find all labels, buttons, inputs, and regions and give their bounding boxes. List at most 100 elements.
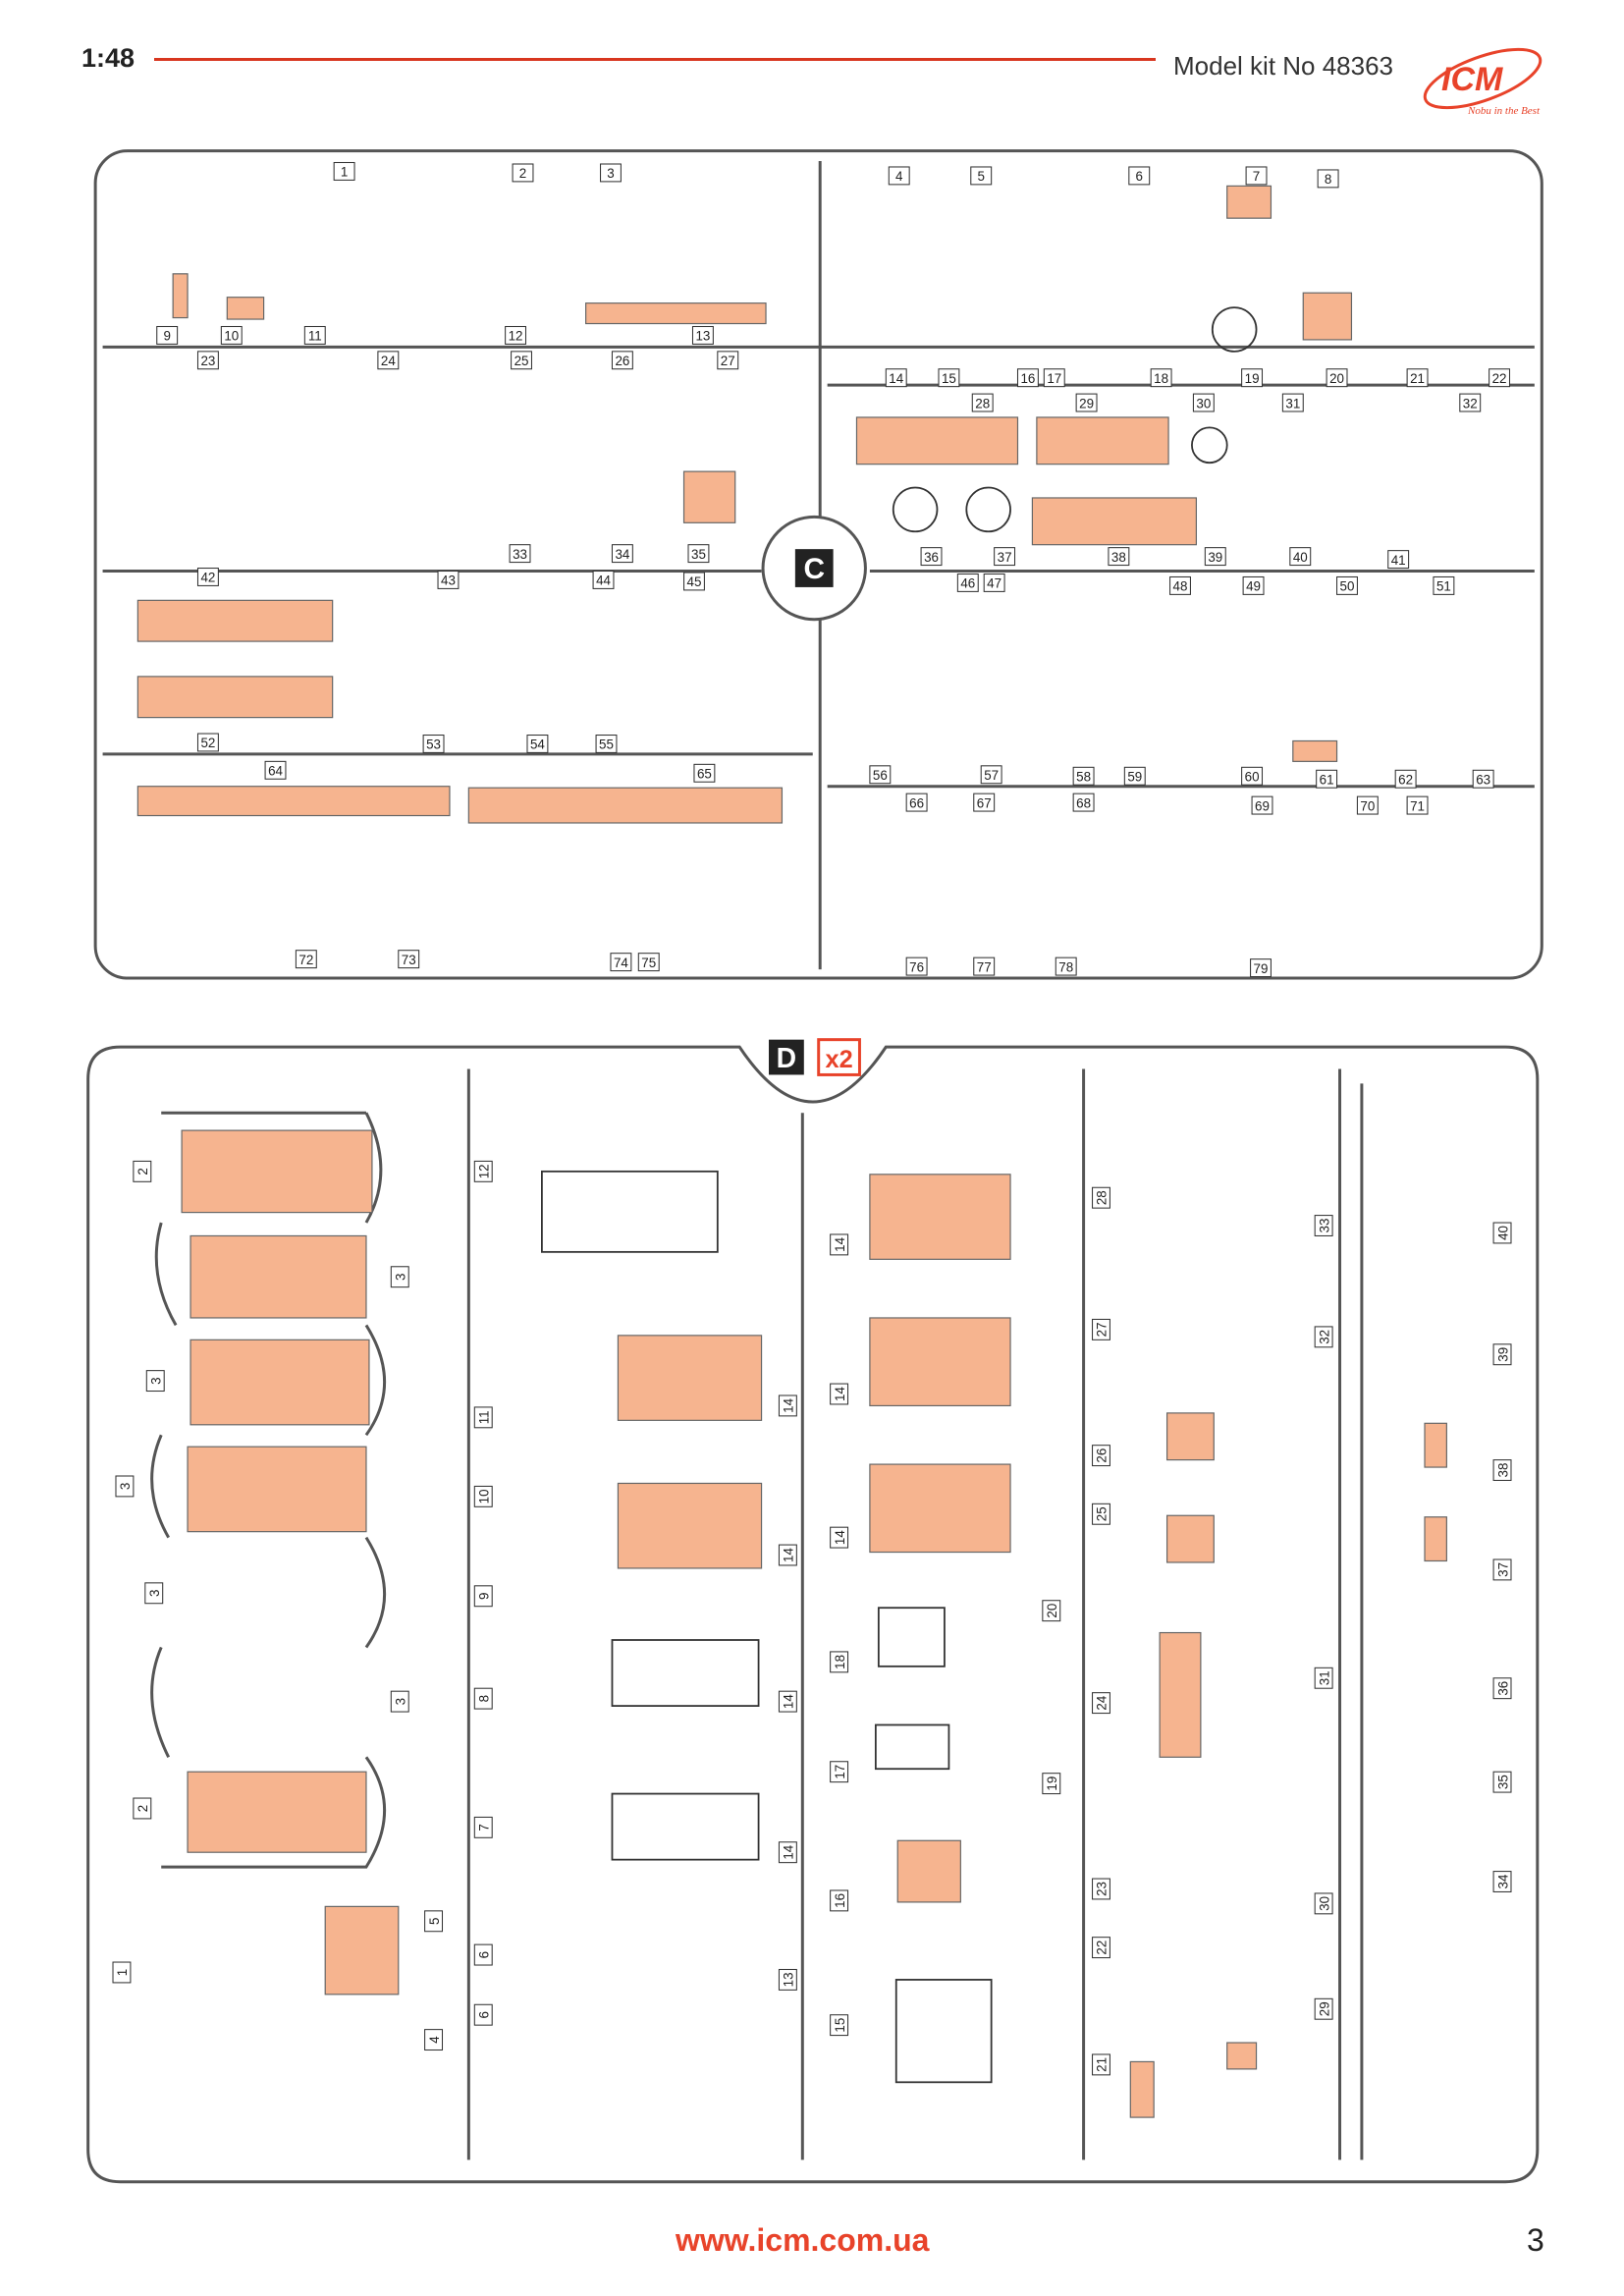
highlighted-part bbox=[617, 1335, 763, 1421]
svg-text:74: 74 bbox=[614, 956, 628, 970]
svg-text:14: 14 bbox=[889, 371, 903, 386]
sprue-c-part-number: 21 bbox=[1406, 368, 1429, 388]
svg-text:14: 14 bbox=[782, 1397, 796, 1412]
sprue-c-part-number: 76 bbox=[905, 957, 928, 976]
sprue-c-part-number: 48 bbox=[1169, 575, 1191, 595]
sprue-c-part-number: 70 bbox=[1356, 795, 1379, 815]
svg-text:3: 3 bbox=[393, 1273, 407, 1280]
svg-text:41: 41 bbox=[1391, 553, 1406, 568]
svg-text:37: 37 bbox=[998, 550, 1012, 565]
sprue-d-part-number: 37 bbox=[1492, 1558, 1512, 1581]
sprue-c-part-number: 24 bbox=[377, 351, 400, 370]
sprue-c-part-number: 16 bbox=[1016, 368, 1039, 388]
sprue-c-part-number: 39 bbox=[1204, 547, 1226, 567]
sprue-d-part-number: 3 bbox=[390, 1266, 409, 1288]
svg-text:38: 38 bbox=[1495, 1463, 1510, 1478]
highlighted-part bbox=[1031, 497, 1198, 546]
svg-text:35: 35 bbox=[691, 547, 706, 562]
highlighted-part bbox=[1226, 185, 1272, 219]
sprue-c-part-number: 13 bbox=[691, 325, 714, 345]
sprue-c-part-number: 8 bbox=[1317, 169, 1339, 189]
sprue-d-multiplier: x2 bbox=[825, 1046, 852, 1073]
model-kit-number: Model kit No 48363 bbox=[1173, 51, 1394, 81]
website-link[interactable]: www.icm.com.ua bbox=[676, 2222, 930, 2258]
svg-text:18: 18 bbox=[1154, 371, 1168, 386]
highlighted-part bbox=[855, 416, 1019, 465]
sprue-d-part-number: 17 bbox=[830, 1761, 849, 1783]
part-outline bbox=[874, 1723, 950, 1771]
sprue-d-letter: D bbox=[777, 1043, 796, 1074]
svg-text:53: 53 bbox=[426, 738, 441, 752]
sprue-c-part-number: 17 bbox=[1043, 368, 1065, 388]
highlighted-part bbox=[187, 1446, 367, 1533]
svg-text:16: 16 bbox=[1020, 371, 1035, 386]
highlighted-part bbox=[189, 1234, 367, 1319]
sprue-d-part-number: 33 bbox=[1314, 1215, 1333, 1236]
svg-text:25: 25 bbox=[1095, 1506, 1110, 1521]
sprue-c-part-number: 26 bbox=[611, 351, 633, 370]
sprue-c-part-number: 63 bbox=[1472, 769, 1494, 789]
sprue-c-part-number: 2 bbox=[512, 163, 534, 183]
highlighted-part bbox=[869, 1317, 1011, 1407]
svg-text:60: 60 bbox=[1245, 769, 1260, 784]
svg-text:57: 57 bbox=[984, 768, 999, 783]
svg-text:19: 19 bbox=[1045, 1777, 1059, 1791]
sprue-d-part-number: 18 bbox=[830, 1651, 849, 1673]
highlighted-part bbox=[869, 1174, 1011, 1260]
sprue-c-letter: C bbox=[803, 553, 825, 585]
sprue-c-part-number: 47 bbox=[983, 573, 1005, 592]
sprue-d-part-number: 14 bbox=[830, 1233, 849, 1256]
sprue-c-part-number: 75 bbox=[637, 953, 660, 972]
svg-text:27: 27 bbox=[1095, 1322, 1110, 1337]
sprue-d-part-number: 29 bbox=[1314, 1997, 1333, 2020]
highlighted-part bbox=[1165, 1412, 1215, 1461]
svg-text:40: 40 bbox=[1495, 1226, 1510, 1240]
sprue-c-part-number: 35 bbox=[687, 544, 710, 564]
sprue-d-part-number: 3 bbox=[115, 1475, 135, 1498]
highlighted-part bbox=[172, 273, 189, 319]
sprue-c-part-number: 14 bbox=[885, 368, 907, 388]
sprue-c-part-number: 34 bbox=[611, 544, 633, 564]
svg-text:30: 30 bbox=[1317, 1896, 1331, 1911]
svg-text:66: 66 bbox=[909, 795, 924, 810]
svg-text:56: 56 bbox=[873, 768, 888, 783]
svg-text:17: 17 bbox=[833, 1765, 847, 1779]
svg-text:12: 12 bbox=[509, 329, 523, 344]
sprue-d-part-number: 11 bbox=[473, 1406, 493, 1429]
highlighted-part bbox=[226, 297, 265, 320]
svg-text:1: 1 bbox=[115, 1969, 130, 1976]
sprue-d-part-number: 15 bbox=[830, 2014, 849, 2037]
sprue-c-part-number: 19 bbox=[1241, 368, 1264, 388]
svg-text:50: 50 bbox=[1340, 579, 1355, 594]
sprue-d-part-number: 7 bbox=[473, 1816, 493, 1838]
sprue-c-part-number: 55 bbox=[595, 734, 618, 753]
sprue-d-part-number: 36 bbox=[1492, 1677, 1512, 1700]
scale-label: 1:48 bbox=[81, 43, 135, 73]
svg-text:14: 14 bbox=[833, 1387, 847, 1401]
svg-text:1: 1 bbox=[341, 165, 348, 180]
svg-text:3: 3 bbox=[393, 1698, 407, 1705]
sprue-c-part-number: 62 bbox=[1394, 769, 1417, 789]
highlighted-part bbox=[1424, 1422, 1447, 1468]
part-outline bbox=[541, 1170, 719, 1253]
sprue-c-part-number: 52 bbox=[196, 733, 219, 752]
sprue-c-part-number: 46 bbox=[956, 573, 979, 592]
highlighted-part bbox=[1036, 416, 1169, 465]
sprue-d-part-number: 31 bbox=[1314, 1667, 1333, 1689]
sprue-c-part-number: 66 bbox=[905, 793, 928, 812]
part-outline bbox=[892, 486, 939, 533]
sprue-d-part-number: 1 bbox=[112, 1961, 132, 1984]
svg-text:45: 45 bbox=[687, 574, 702, 589]
sprue-c-part-number: 22 bbox=[1489, 368, 1511, 388]
svg-text:10: 10 bbox=[224, 329, 239, 344]
sprue-d-part-number: 39 bbox=[1492, 1343, 1512, 1366]
svg-text:24: 24 bbox=[1095, 1695, 1110, 1710]
svg-text:47: 47 bbox=[987, 576, 1001, 591]
svg-text:8: 8 bbox=[476, 1695, 491, 1702]
svg-text:42: 42 bbox=[200, 571, 215, 585]
sprue-d-part-number: 28 bbox=[1092, 1186, 1110, 1209]
svg-text:11: 11 bbox=[476, 1410, 491, 1424]
sprue-d-frame bbox=[86, 1045, 1540, 2184]
svg-text:24: 24 bbox=[381, 354, 396, 368]
